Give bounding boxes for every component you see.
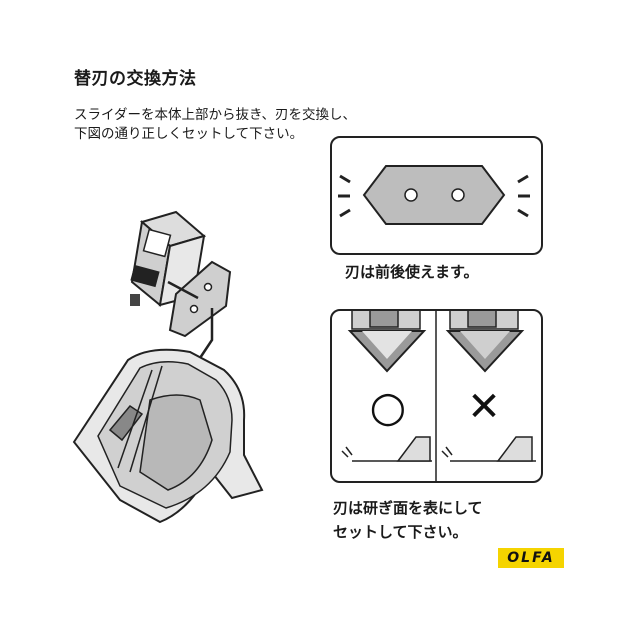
correct-mark-icon: ○ [369,382,407,431]
reversible-caption: 刃は前後使えます。 [345,263,479,281]
left-emphasis-icon [338,174,351,218]
page-title: 替刃の交換方法 [74,69,197,89]
right-emphasis-icon [517,174,530,218]
instruction-text: スライダーを本体上部から抜き、刃を交換し、 下図の通り正しくセットして下さい。 [74,106,394,144]
blade-illustration [168,260,232,338]
bevel-caption-line-2: セットして下さい。 [333,523,468,541]
connector-line [167,280,199,300]
correct-cut-illustration [341,436,432,462]
wrong-cut-illustration [441,436,536,462]
instruction-line-2: 下図の通り正しくセットして下さい。 [74,126,304,142]
correct-blade [347,311,427,373]
bevel-caption-line-1: 刃は研ぎ面を表にして [333,499,483,517]
cutter-body-illustration [72,348,264,524]
wrong-mark-icon: ✕ [467,384,501,430]
orientation-diagram [341,311,536,481]
wrong-blade [445,311,525,373]
orientation-panel: ○ ✕ [330,309,543,483]
reversible-blade-panel [330,136,543,255]
reversible-blade-diagram [338,165,530,225]
olfa-logo: OLFA [498,548,564,568]
instruction-line-1: スライダーを本体上部から抜き、刃を交換し、 [74,107,357,123]
bevel-caption: 刃は研ぎ面を表にして セットして下さい。 [333,496,483,544]
